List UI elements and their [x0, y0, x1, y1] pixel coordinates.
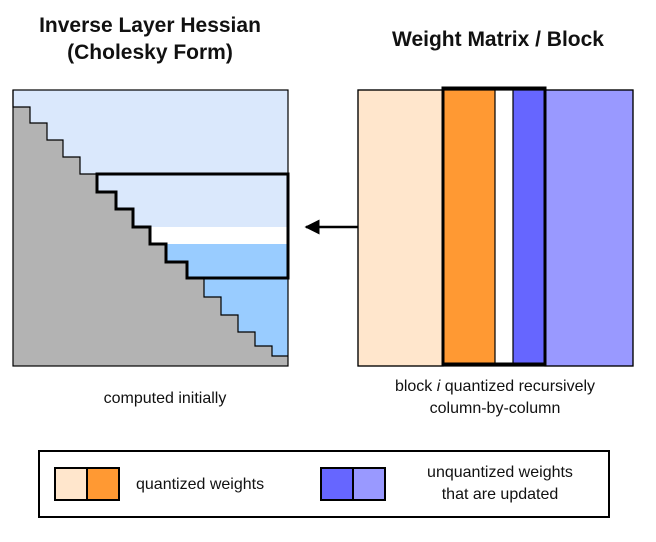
- hessian-caption: computed initially: [103, 390, 227, 407]
- legend-unquantized-line2: that are updated: [441, 486, 559, 503]
- weight-caption-line2: column-by-column: [429, 400, 561, 417]
- weight-caption-var: i: [436, 378, 441, 395]
- weight-matrix-outline: [357, 89, 634, 367]
- legend-unquantized-label: unquantized weights that are updated: [400, 462, 600, 506]
- weight-quantized-region: [357, 89, 444, 367]
- hessian-title-line1: Inverse Layer Hessian: [39, 14, 261, 37]
- weight-matrix-title: Weight Matrix / Block: [392, 28, 604, 51]
- weight-block-unquantized-columns: [513, 90, 545, 366]
- legend-swatch-quantized-orange: [86, 467, 120, 501]
- weight-block-quantized-columns: [443, 90, 495, 366]
- weight-caption-suffix: quantized recursively: [440, 378, 596, 395]
- weight-caption: block i quantized recursively column-by-…: [340, 376, 650, 420]
- hessian-title-line2: (Cholesky Form): [67, 41, 233, 64]
- weight-current-column: [495, 90, 513, 366]
- weight-caption-prefix: block: [394, 378, 437, 395]
- legend-quantized-label: quantized weights: [136, 476, 265, 493]
- legend-swatch-quantized-light: [54, 467, 88, 501]
- weight-matrix: [357, 86, 634, 367]
- weight-block-outline: [441, 86, 547, 366]
- legend-unquantized-line1: unquantized weights: [427, 464, 573, 481]
- legend-swatch-unquantized-light: [352, 467, 386, 501]
- weight-caption-line1: block i quantized recursively: [340, 376, 650, 398]
- diagram-canvas: [12, 86, 634, 367]
- weight-unquantized-region: [544, 89, 634, 367]
- legend: quantized weights unquantized weights th…: [38, 450, 610, 518]
- legend-swatch-unquantized-blue: [320, 467, 354, 501]
- hessian-matrix: [12, 89, 290, 367]
- hessian-block-outline: [95, 172, 290, 280]
- hessian-title: Inverse Layer Hessian (Cholesky Form): [0, 12, 300, 66]
